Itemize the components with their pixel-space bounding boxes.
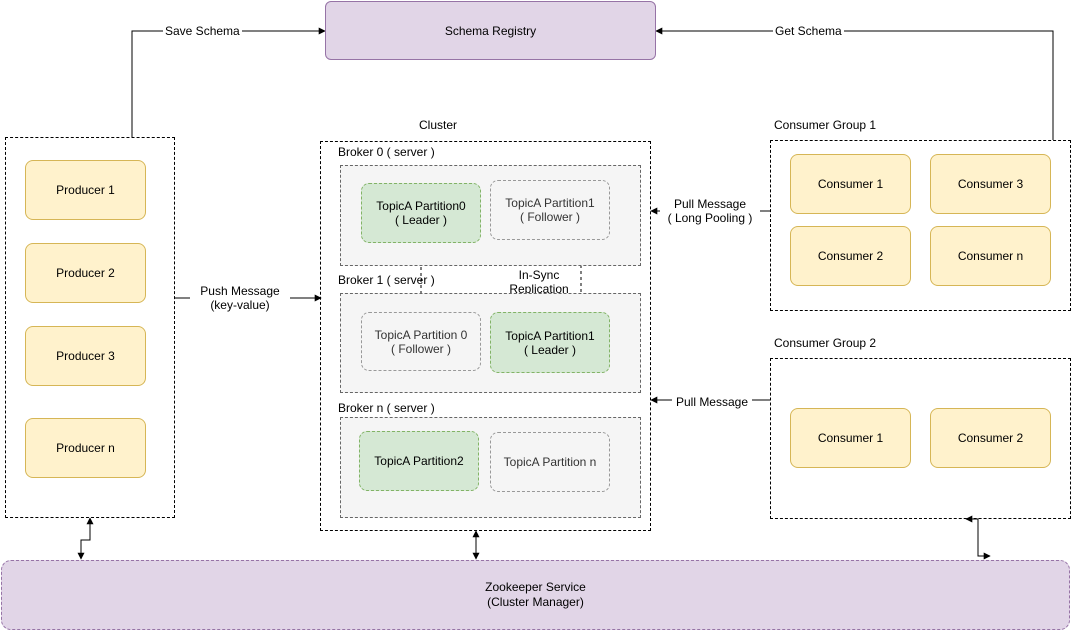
producer-n[interactable]: Producer n <box>25 418 146 478</box>
cluster-label: Cluster <box>419 118 458 132</box>
broker-1-partition-1[interactable]: TopicA Partition1 ( Leader ) <box>490 312 610 373</box>
broker-1-partition-0[interactable]: TopicA Partition 0 ( Follower ) <box>361 312 481 371</box>
consumer-group-1-label: Consumer Group 1 <box>774 118 877 132</box>
cg1-consumer-3[interactable]: Consumer 3 <box>930 154 1051 214</box>
partition-label: TopicA Partition 0 ( Follower ) <box>374 327 468 356</box>
consumer-label: Consumer 1 <box>817 177 884 191</box>
cg1-consumer-2[interactable]: Consumer 2 <box>790 226 911 286</box>
partition-label: TopicA Partition2 <box>374 454 464 468</box>
save-schema-arrow <box>131 27 326 137</box>
consumer-label: Consumer 2 <box>957 431 1024 445</box>
partition-label: TopicA Partition1 ( Leader ) <box>505 328 595 357</box>
producer-label: Producer 3 <box>56 349 115 363</box>
consumer-label: Consumer n <box>957 249 1024 263</box>
broker-1-label: Broker 1 ( server ) <box>338 273 435 287</box>
broker-0-partition-1[interactable]: TopicA Partition1 ( Follower ) <box>490 180 610 240</box>
broker-0-label: Broker 0 ( server ) <box>338 145 435 159</box>
pull-message-label: Pull Message <box>672 395 752 409</box>
producer-3[interactable]: Producer 3 <box>25 326 146 386</box>
cg2-consumer-1[interactable]: Consumer 1 <box>790 408 911 468</box>
zookeeper-service[interactable]: Zookeeper Service (Cluster Manager) <box>1 560 1070 630</box>
producers-group <box>5 137 175 518</box>
cg1-consumer-n[interactable]: Consumer n <box>930 226 1051 286</box>
zookeeper-subtitle: (Cluster Manager) <box>487 595 584 609</box>
schema-registry-label: Schema Registry <box>444 23 537 38</box>
producer-label: Producer 1 <box>56 183 115 197</box>
broker-n-label: Broker n ( server ) <box>338 401 435 415</box>
consumer-label: Consumer 2 <box>817 249 884 263</box>
consumer-label: Consumer 1 <box>817 431 884 445</box>
consumer-label: Consumer 3 <box>957 177 1024 191</box>
zookeeper-title: Zookeeper Service <box>485 580 586 594</box>
producer-label: Producer n <box>56 441 115 455</box>
partition-label: TopicA Partition n <box>503 455 597 469</box>
broker-0-partition-0[interactable]: TopicA Partition0 ( Leader ) <box>361 183 481 243</box>
zookeeper-text: Zookeeper Service (Cluster Manager) <box>485 580 586 610</box>
push-message-label: Push Message (key-value) <box>190 284 290 312</box>
producer-2[interactable]: Producer 2 <box>25 243 146 303</box>
partition-label: TopicA Partition0 ( Leader ) <box>376 199 466 227</box>
broker-n-partition-n[interactable]: TopicA Partition n <box>490 432 610 492</box>
pull-message-long-pooling-label: Pull Message ( Long Pooling ) <box>660 197 760 225</box>
producer-1[interactable]: Producer 1 <box>25 160 146 220</box>
cluster-box <box>320 141 651 531</box>
save-schema-label: Save Schema <box>163 24 242 38</box>
producer-label: Producer 2 <box>56 266 115 280</box>
get-schema-label: Get Schema <box>773 24 844 38</box>
partition-label: TopicA Partition1 ( Follower ) <box>505 196 595 224</box>
cg2-consumer-2[interactable]: Consumer 2 <box>930 408 1051 468</box>
schema-registry[interactable]: Schema Registry <box>325 1 656 60</box>
broker-n-partition-2[interactable]: TopicA Partition2 <box>359 431 479 491</box>
consumer-group-2-label: Consumer Group 2 <box>774 336 877 350</box>
zk-consumers-arrow <box>965 515 991 560</box>
zk-producers-arrow <box>77 517 94 560</box>
cg1-consumer-1[interactable]: Consumer 1 <box>790 154 911 214</box>
